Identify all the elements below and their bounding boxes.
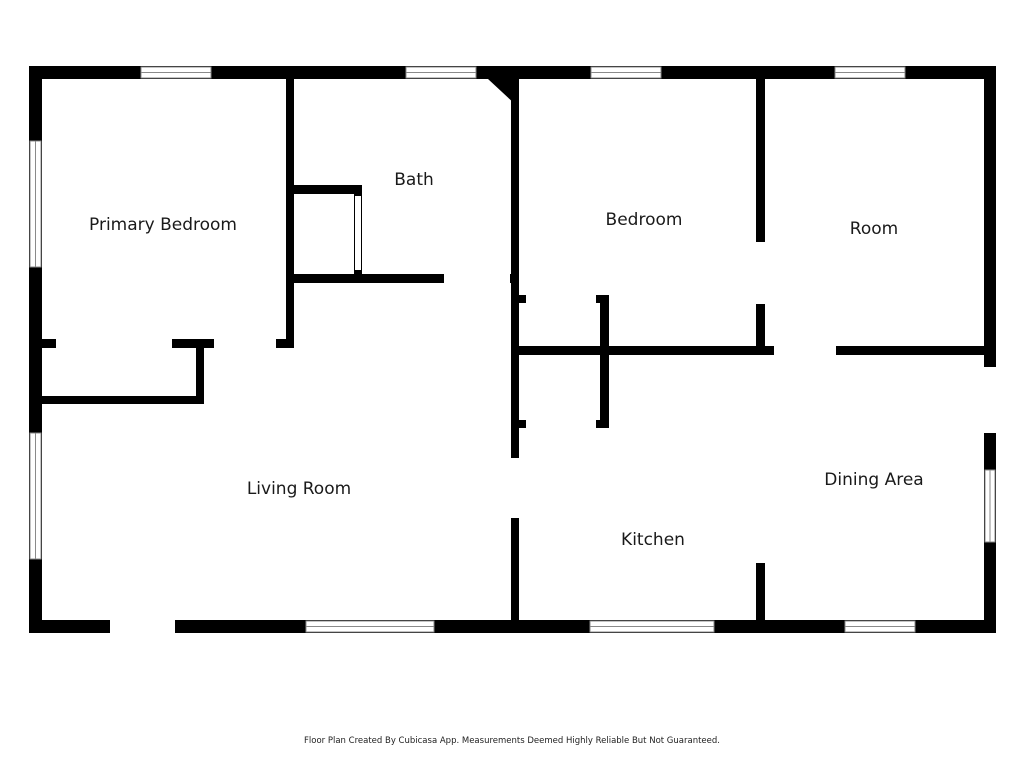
room-label-living-room: Living Room <box>247 479 351 499</box>
room-label-primary-bedroom: Primary Bedroom <box>89 215 237 235</box>
footer-disclaimer: Floor Plan Created By Cubicasa App. Meas… <box>304 736 720 746</box>
door-openings <box>56 196 997 634</box>
room-label-bath: Bath <box>394 170 434 190</box>
room-label-bedroom: Bedroom <box>606 210 683 230</box>
room-label-room: Room <box>850 219 898 239</box>
walls <box>29 66 996 633</box>
room-labels: Primary Bedroom Bath Bedroom Room Living… <box>89 170 924 550</box>
room-label-dining-area: Dining Area <box>824 470 923 490</box>
windows <box>29 66 996 633</box>
room-label-kitchen: Kitchen <box>621 530 685 550</box>
